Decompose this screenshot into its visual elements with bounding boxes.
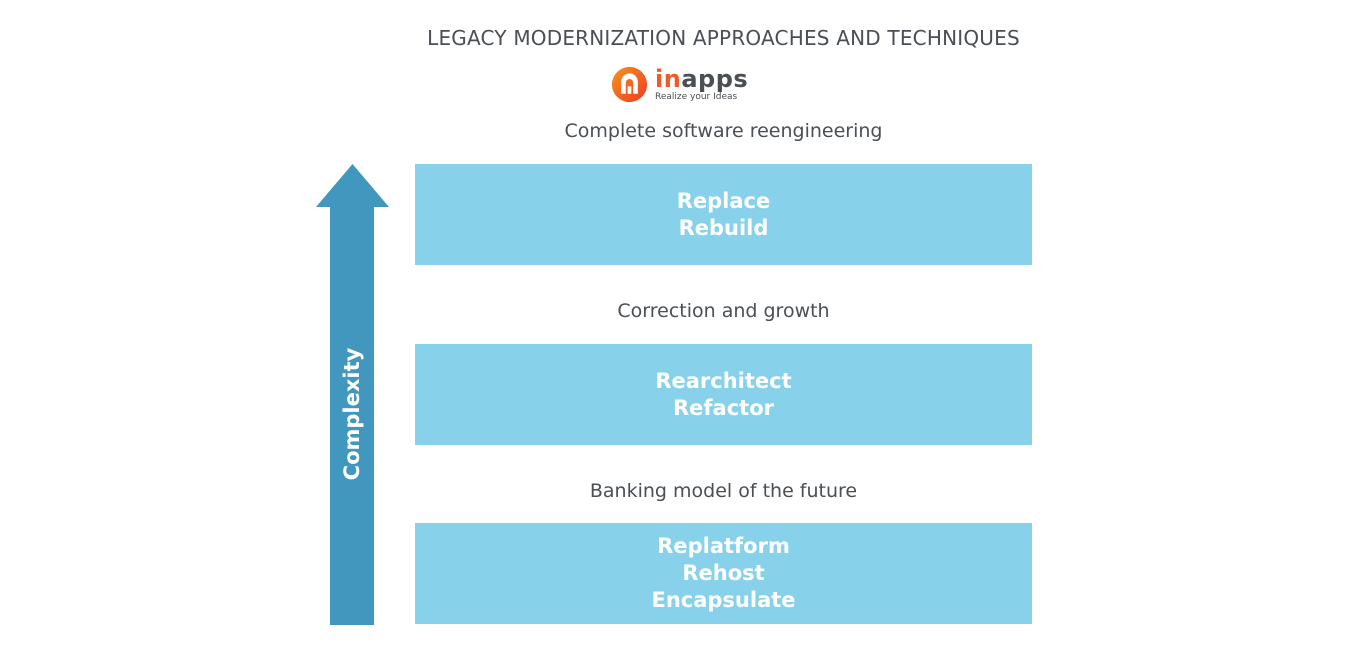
brand-logo: inapps Realize your Ideas: [611, 64, 748, 104]
logo-wordmark: inapps: [655, 64, 749, 93]
technique-rehost: Rehost: [682, 561, 765, 585]
technique-refactor: Refactor: [673, 395, 774, 420]
tier-caption-correction: Correction and growth: [617, 300, 830, 322]
technique-rearchitect: Rearchitect: [655, 368, 792, 393]
tier-box-replatform-rehost-encapsulate: Replatform Rehost Encapsulate: [415, 523, 1032, 624]
complexity-axis-label: Complexity: [340, 347, 364, 481]
technique-encapsulate: Encapsulate: [651, 588, 796, 612]
diagram-title: LEGACY MODERNIZATION APPROACHES AND TECH…: [427, 26, 1020, 50]
complexity-arrow: [316, 164, 389, 625]
technique-replace: Replace: [676, 188, 771, 213]
technique-replatform: Replatform: [657, 534, 790, 558]
logo-tagline: Realize your Ideas: [655, 91, 738, 102]
tier-caption-banking-model: Banking model of the future: [589, 480, 858, 502]
tier-box-rearchitect-refactor: Rearchitect Refactor: [415, 344, 1032, 445]
inapps-logo-icon: [611, 66, 648, 102]
technique-rebuild: Rebuild: [678, 215, 769, 240]
tier-box-replace-rebuild: Replace Rebuild: [415, 164, 1032, 265]
tier-caption-reengineering: Complete software reengineering: [564, 120, 883, 142]
